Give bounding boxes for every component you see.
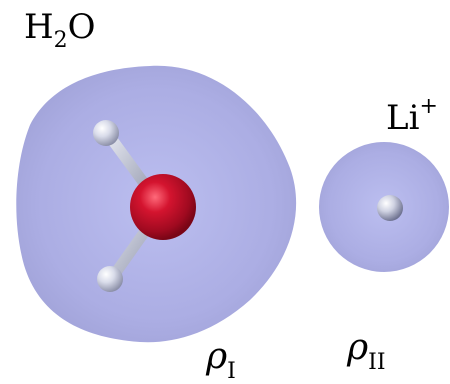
- lithium-label-text: Li: [386, 98, 420, 138]
- density-two-symbol: ρ: [347, 327, 369, 368]
- density-one-subscript: I: [227, 359, 236, 384]
- density-one-label: ρI: [206, 339, 236, 383]
- water-molecule-label: H2O: [24, 10, 96, 52]
- lithium-atom: [377, 195, 403, 221]
- water-label-o: O: [67, 7, 96, 47]
- water-label-h: H: [24, 7, 54, 47]
- hydrogen-atom-lower: [97, 266, 123, 292]
- water-label-subscript: 2: [53, 28, 68, 53]
- density-one-symbol: ρ: [206, 336, 228, 377]
- lithium-label-charge: +: [419, 94, 438, 119]
- oxygen-atom: [130, 174, 196, 240]
- lithium-ion-label: Li+: [386, 94, 438, 138]
- hydrogen-atom-upper: [93, 120, 119, 146]
- density-two-label: ρII: [347, 330, 386, 374]
- density-two-subscript: II: [368, 350, 386, 375]
